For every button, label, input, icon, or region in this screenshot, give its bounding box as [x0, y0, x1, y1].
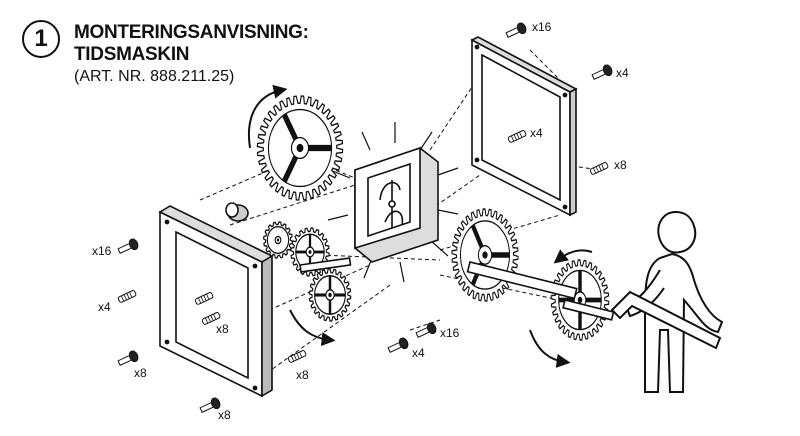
screw-icon: [199, 397, 221, 414]
qty-label: x4: [530, 126, 543, 140]
pin-icon: [201, 312, 221, 325]
gear-icon: [308, 268, 352, 322]
shaft: [299, 257, 615, 321]
gear-icon: [451, 208, 519, 302]
qty-label: x16: [440, 326, 460, 340]
step-number-badge: 1: [22, 20, 60, 58]
pin-group: [117, 130, 609, 363]
qty-label: x4: [98, 300, 111, 314]
screw-icon: [505, 22, 527, 39]
screw-icon: [415, 322, 437, 339]
pin-icon: [117, 290, 137, 303]
screw-icon: [117, 350, 139, 367]
qty-label: x8: [216, 322, 229, 336]
gear-icon: [256, 95, 344, 201]
screw-icon: [387, 337, 409, 354]
qty-label: x8: [296, 368, 309, 382]
frame-icon: [158, 205, 274, 398]
title-line-1: MONTERINGSANVISNING:: [74, 22, 309, 43]
qty-label: x8: [134, 366, 147, 380]
core-module-icon: [354, 146, 439, 263]
gear-icon: [550, 259, 610, 341]
title-line-2: TIDSMASKIN: [74, 44, 190, 65]
article-number: (ART. NR. 888.211.25): [74, 68, 235, 85]
qty-label: x4: [412, 346, 425, 360]
qty-label: x8: [218, 408, 231, 422]
screw-group: [117, 22, 613, 414]
qty-label: x8: [614, 158, 627, 172]
rotation-arrow-icon: [248, 84, 593, 368]
pin-icon: [507, 130, 527, 143]
pin-icon: [589, 162, 609, 175]
frame-icon: [470, 36, 578, 217]
qty-label: x16: [532, 20, 552, 34]
screw-icon: [591, 64, 613, 81]
pin-icon: [194, 292, 214, 305]
qty-label: x4: [616, 66, 629, 80]
gear-icon: [262, 221, 294, 259]
pin-icon: [287, 350, 307, 363]
qty-label: x16: [92, 244, 112, 258]
knob-icon: [225, 202, 249, 222]
crank-handle-icon: [610, 290, 722, 350]
screw-icon: [117, 238, 139, 255]
